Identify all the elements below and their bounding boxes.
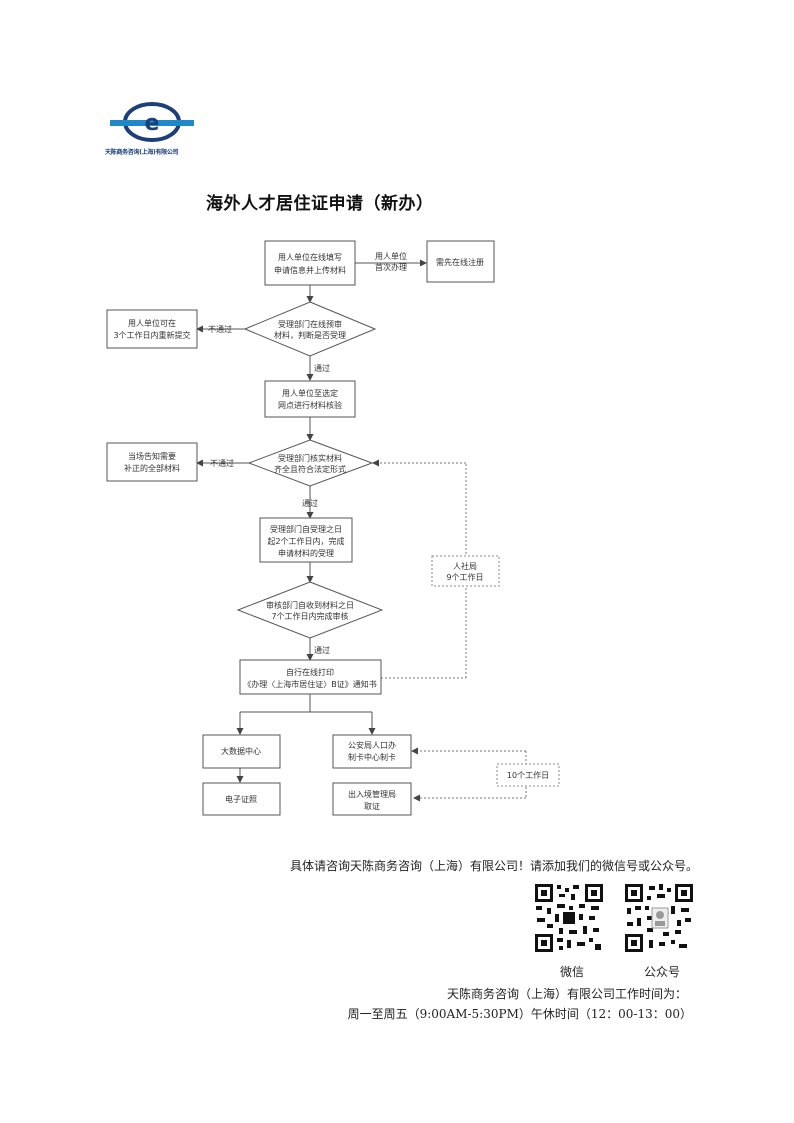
svg-text:用人单位可在: 用人单位可在 xyxy=(128,318,176,328)
wechat-caption: 微信 xyxy=(560,965,585,979)
node-correction-notice: 当场告知需要 补正的全部材料 xyxy=(106,442,198,482)
decision-review: 审核部门自收到材料之日 7个工作日内完成审核 xyxy=(236,581,384,639)
svg-text:网点进行材料核验: 网点进行材料核验 xyxy=(278,400,342,410)
svg-text:3个工作日内重新提交: 3个工作日内重新提交 xyxy=(113,330,190,340)
label-first-time: 用人单位 xyxy=(375,251,407,261)
label-first-time-2: 首次办理 xyxy=(375,262,407,272)
node-10-workdays: 10个工作日 xyxy=(496,763,560,787)
node-exit-entry: 出入境管理局 取证 xyxy=(332,782,412,816)
working-hours-label: 天陈商务咨询（上海）有限公司工作时间为： xyxy=(446,987,687,1001)
svg-text:电子证照: 电子证照 xyxy=(225,794,257,804)
working-hours-text: 周一至周五（9:00AM-5:30PM）午休时间（12：00-13：00） xyxy=(347,1007,692,1021)
decision-prereview: 受理部门在线预审 材料，判断是否受理 xyxy=(243,301,377,357)
node-register-online: 需先在线注册 xyxy=(426,240,495,283)
svg-text:《办理〈上海市居住证〉B证》通知书: 《办理〈上海市居住证〉B证》通知书 xyxy=(243,679,377,689)
node-big-data-center: 大数据中心 xyxy=(202,734,281,769)
node-resubmit: 用人单位可在 3个工作日内重新提交 xyxy=(106,309,198,349)
svg-text:需先在线注册: 需先在线注册 xyxy=(436,257,484,267)
svg-text:审核部门自收到材料之日: 审核部门自收到材料之日 xyxy=(266,600,354,610)
svg-text:e: e xyxy=(145,111,160,136)
node-material-verify: 用人单位至选定 网点进行材料核验 xyxy=(264,380,356,418)
svg-text:公安局人口办: 公安局人口办 xyxy=(348,740,396,750)
label-pass-3: 通过 xyxy=(314,645,330,655)
svg-text:材料，判断是否受理: 材料，判断是否受理 xyxy=(274,330,346,340)
node-online-submit: 用人单位在线填写 申请信息并上传材料 xyxy=(264,240,356,286)
svg-text:当场告知需要: 当场告知需要 xyxy=(128,451,176,461)
svg-text:补正的全部材料: 补正的全部材料 xyxy=(124,463,180,473)
wechat-qr-icon xyxy=(533,882,605,954)
label-fail-1: 不通过 xyxy=(208,324,232,334)
svg-text:用人单位在线填写: 用人单位在线填写 xyxy=(278,252,342,262)
company-logo-text: 天陈商务咨询(上海)有限公司 xyxy=(105,149,179,156)
label-pass-1: 通过 xyxy=(314,363,330,373)
svg-text:申请材料的受理: 申请材料的受理 xyxy=(278,548,334,558)
svg-text:出入境管理局: 出入境管理局 xyxy=(348,789,396,799)
label-fail-2: 不通过 xyxy=(210,458,234,468)
svg-text:制卡中心制卡: 制卡中心制卡 xyxy=(348,752,396,762)
svg-text:10个工作日: 10个工作日 xyxy=(507,770,549,780)
svg-text:取证: 取证 xyxy=(364,802,380,811)
official-account-qr-icon xyxy=(623,882,695,954)
official-account-caption: 公众号 xyxy=(644,965,681,979)
company-logo-icon: e xyxy=(110,102,194,142)
svg-text:9个工作日: 9个工作日 xyxy=(446,572,483,582)
node-acceptance: 受理部门自受理之日 起2个工作日内，完成 申请材料的受理 xyxy=(259,517,353,563)
footer-contact-text: 具体请咨询天陈商务咨询（上海）有限公司！请添加我们的微信号或公众号。 xyxy=(289,859,698,873)
svg-text:自行在线打印: 自行在线打印 xyxy=(286,667,334,677)
svg-text:受理部门自受理之日: 受理部门自受理之日 xyxy=(270,524,342,534)
node-e-license: 电子证照 xyxy=(202,782,281,816)
svg-text:人社局: 人社局 xyxy=(453,561,477,571)
node-print-notice: 自行在线打印 《办理〈上海市居住证〉B证》通知书 xyxy=(239,659,382,695)
svg-text:7个工作日内完成审核: 7个工作日内完成审核 xyxy=(271,611,348,621)
svg-text:齐全且符合法定形式: 齐全且符合法定形式 xyxy=(274,464,346,474)
svg-text:受理部门在线预审: 受理部门在线预审 xyxy=(278,319,342,329)
page-title: 海外人才居住证申请（新办） xyxy=(206,194,434,214)
label-pass-2: 通过 xyxy=(302,498,318,508)
svg-text:申请信息并上传材料: 申请信息并上传材料 xyxy=(274,265,346,275)
decision-material-check: 受理部门核实材料 齐全且符合法定形式 xyxy=(247,439,374,487)
svg-text:用人单位至选定: 用人单位至选定 xyxy=(282,388,338,398)
svg-text:大数据中心: 大数据中心 xyxy=(221,746,261,756)
node-card-making: 公安局人口办 制卡中心制卡 xyxy=(332,734,412,769)
svg-text:起2个工作日内，完成: 起2个工作日内，完成 xyxy=(267,536,344,546)
node-hr-bureau: 人社局 9个工作日 xyxy=(431,555,500,587)
svg-text:受理部门核实材料: 受理部门核实材料 xyxy=(278,453,342,463)
